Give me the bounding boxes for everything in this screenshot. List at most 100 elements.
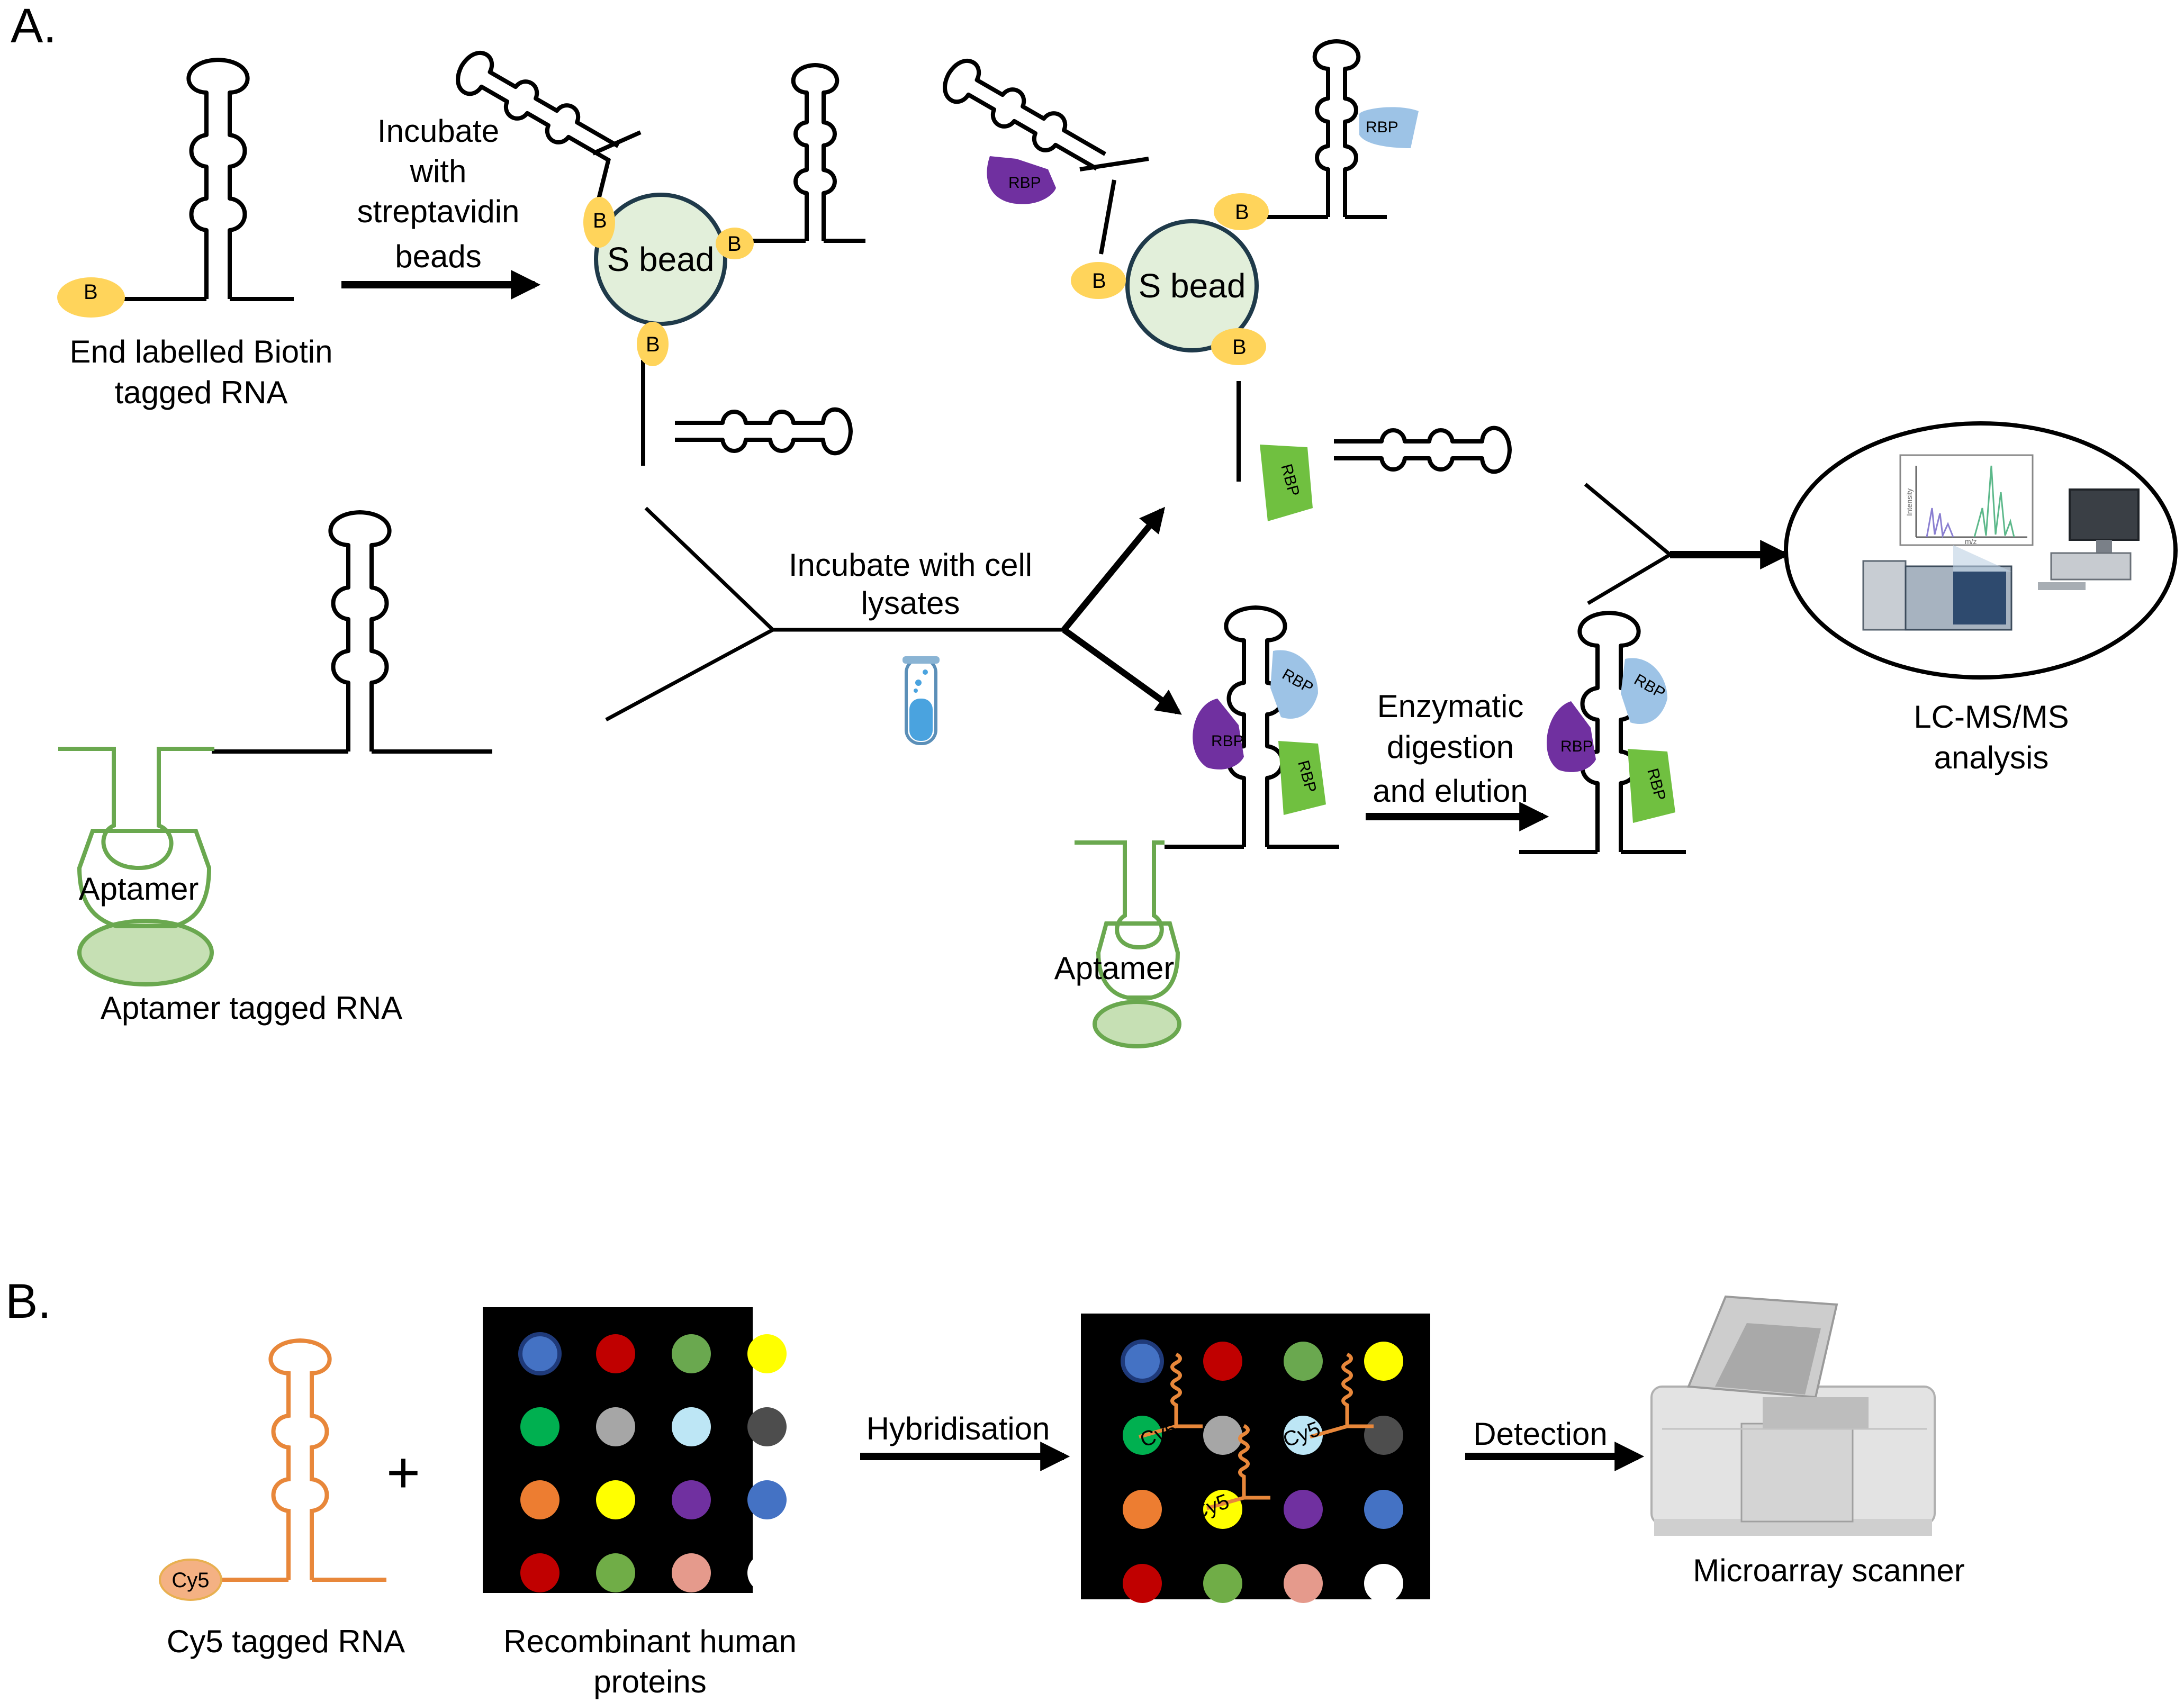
rbp-blue-1: [1359, 107, 1419, 148]
protein-spot: [672, 1334, 711, 1373]
cy5-tagged-rna: Cy5: [159, 1341, 386, 1601]
aptamer-label-2: Aptamer: [1054, 950, 1175, 986]
lcms-instrument: Intensity m/z: [1784, 421, 2178, 680]
arrow-to-aptamer-complex: [1062, 627, 1182, 715]
protein-spot: [1284, 1490, 1323, 1529]
protein-spot: [1284, 1564, 1323, 1603]
protein-spot: [1123, 1564, 1162, 1603]
aptamer-tagged-rna: Aptamer: [58, 512, 492, 986]
protein-spot: [672, 1553, 711, 1592]
computer-monitor-icon: [2069, 488, 2140, 541]
detection-label: Detection: [1473, 1416, 1607, 1452]
lcms-caption-1: LC-MS/MS: [1914, 699, 2069, 735]
cy5-tag-label: Cy5: [172, 1569, 209, 1592]
bead-complex-2: RBP RBP RBP S bead B B B: [938, 41, 1510, 521]
enzymatic-line-1: Enzymatic: [1377, 689, 1524, 724]
cy5-tag: [159, 1559, 222, 1601]
protein-spot: [1284, 1342, 1323, 1381]
incubate-lysates-line-1: Incubate with cell: [789, 547, 1032, 583]
enzymatic-line-2: digestion: [1387, 729, 1514, 765]
protein-spot: [1364, 1416, 1403, 1455]
biotin-tag: [1211, 328, 1266, 365]
biotin-tag-label: B: [593, 209, 607, 232]
proteins-caption-2: proteins: [593, 1664, 706, 1699]
biotin-tagged-rna: B: [57, 60, 294, 318]
protein-spot: [1203, 1416, 1242, 1455]
array-2-spots: [1121, 1339, 1403, 1603]
protein-spot: [1364, 1564, 1403, 1603]
rbp-label: RBP: [1008, 174, 1041, 192]
aptamer-rbp-complex: RBP RBP RBP Aptamer: [1054, 608, 1339, 1048]
eluted-complex: RBP RBP RBP: [1519, 613, 1686, 854]
ms-axis-y: Intensity: [1905, 488, 1914, 516]
biotin-tag-label: B: [84, 280, 98, 304]
protein-spot: [1123, 1490, 1162, 1529]
rbp-green-3: [1628, 749, 1675, 823]
protein-spot: [520, 1407, 559, 1446]
protein-spot: [596, 1334, 635, 1373]
protein-spot: [1203, 1564, 1242, 1603]
protein-spot: [1364, 1342, 1403, 1381]
protein-spot: [1203, 1342, 1242, 1381]
streptavidin-bead-2: [1125, 219, 1259, 352]
biotin-tag: [57, 277, 125, 318]
incubate-beads-line-3: streptavidin: [357, 194, 520, 229]
protein-spot: [1284, 1416, 1323, 1455]
protein-spot: [747, 1480, 787, 1519]
proteins-caption-1: Recombinant human: [503, 1624, 797, 1659]
biotin-tag-label: B: [646, 333, 660, 356]
protein-spot: [596, 1407, 635, 1446]
incubate-lysates-line-2: lysates: [861, 585, 960, 621]
biotin-tag: [716, 228, 754, 259]
panel-b-label: B.: [5, 1274, 51, 1328]
incubate-beads-line-1: Incubate: [377, 113, 499, 149]
streptavidin-bead-1: [594, 193, 727, 326]
enzymatic-line-3: and elution: [1373, 773, 1528, 809]
cy5-rna-caption: Cy5 tagged RNA: [167, 1624, 405, 1659]
protein-spot: [747, 1553, 787, 1592]
protein-spot: [747, 1334, 787, 1373]
protein-spot: [1364, 1490, 1403, 1529]
plus-sign: +: [386, 1440, 420, 1505]
rbp-blue-3: [1621, 658, 1667, 724]
panel-a-label: A.: [11, 0, 57, 53]
biotin-tag: [583, 197, 615, 248]
aptamer-base: [77, 919, 214, 986]
aptamer-label-1: Aptamer: [79, 871, 199, 907]
aptamer-pocket: [1096, 921, 1180, 1000]
merge-lines-2: [1584, 483, 1672, 605]
arrow-to-bead-complex: [1061, 506, 1166, 632]
protein-spot: [672, 1407, 711, 1446]
rbp-green-1: [1260, 445, 1313, 521]
incubate-beads-line-4: beads: [395, 239, 481, 274]
biotin-tag: [1071, 262, 1126, 299]
rbp-blue-2: [1270, 650, 1318, 719]
aptamer-rna-caption: Aptamer tagged RNA: [101, 990, 402, 1026]
spectrum-panel: [1899, 454, 2034, 546]
protein-spot: [596, 1553, 635, 1592]
ms-axis-x: m/z: [1965, 537, 1977, 546]
rbp-label: RBP: [1211, 732, 1244, 750]
microarray-scanner-icon: [1650, 1295, 1936, 1536]
rbp-purple: [987, 156, 1056, 204]
hybridisation-label: Hybridisation: [867, 1411, 1050, 1446]
biotin-tag-label: B: [727, 232, 742, 256]
biotin-rna-caption-1: End labelled Biotin: [69, 334, 332, 369]
array-1-spots: [518, 1332, 787, 1592]
aptamer-base: [1093, 1000, 1181, 1048]
protein-spot: [596, 1480, 635, 1519]
biotin-tag-label: B: [1092, 269, 1106, 293]
aptamer-pocket: [77, 829, 212, 928]
protein-spot: [520, 1553, 559, 1592]
incubate-beads-line-2: with: [410, 153, 467, 189]
rbp-label: RBP: [1366, 119, 1398, 136]
rbp-green-2: [1278, 741, 1326, 815]
bead-complex-1: S bead B B B: [451, 47, 865, 466]
biotin-tag-label: B: [1232, 336, 1247, 359]
merge-lines: [605, 506, 775, 722]
rbp-purple: [1193, 699, 1244, 769]
lcms-caption-2: analysis: [1934, 740, 2049, 775]
biotin-rna-caption-2: tagged RNA: [115, 375, 288, 410]
protein-spot: [518, 1332, 562, 1375]
